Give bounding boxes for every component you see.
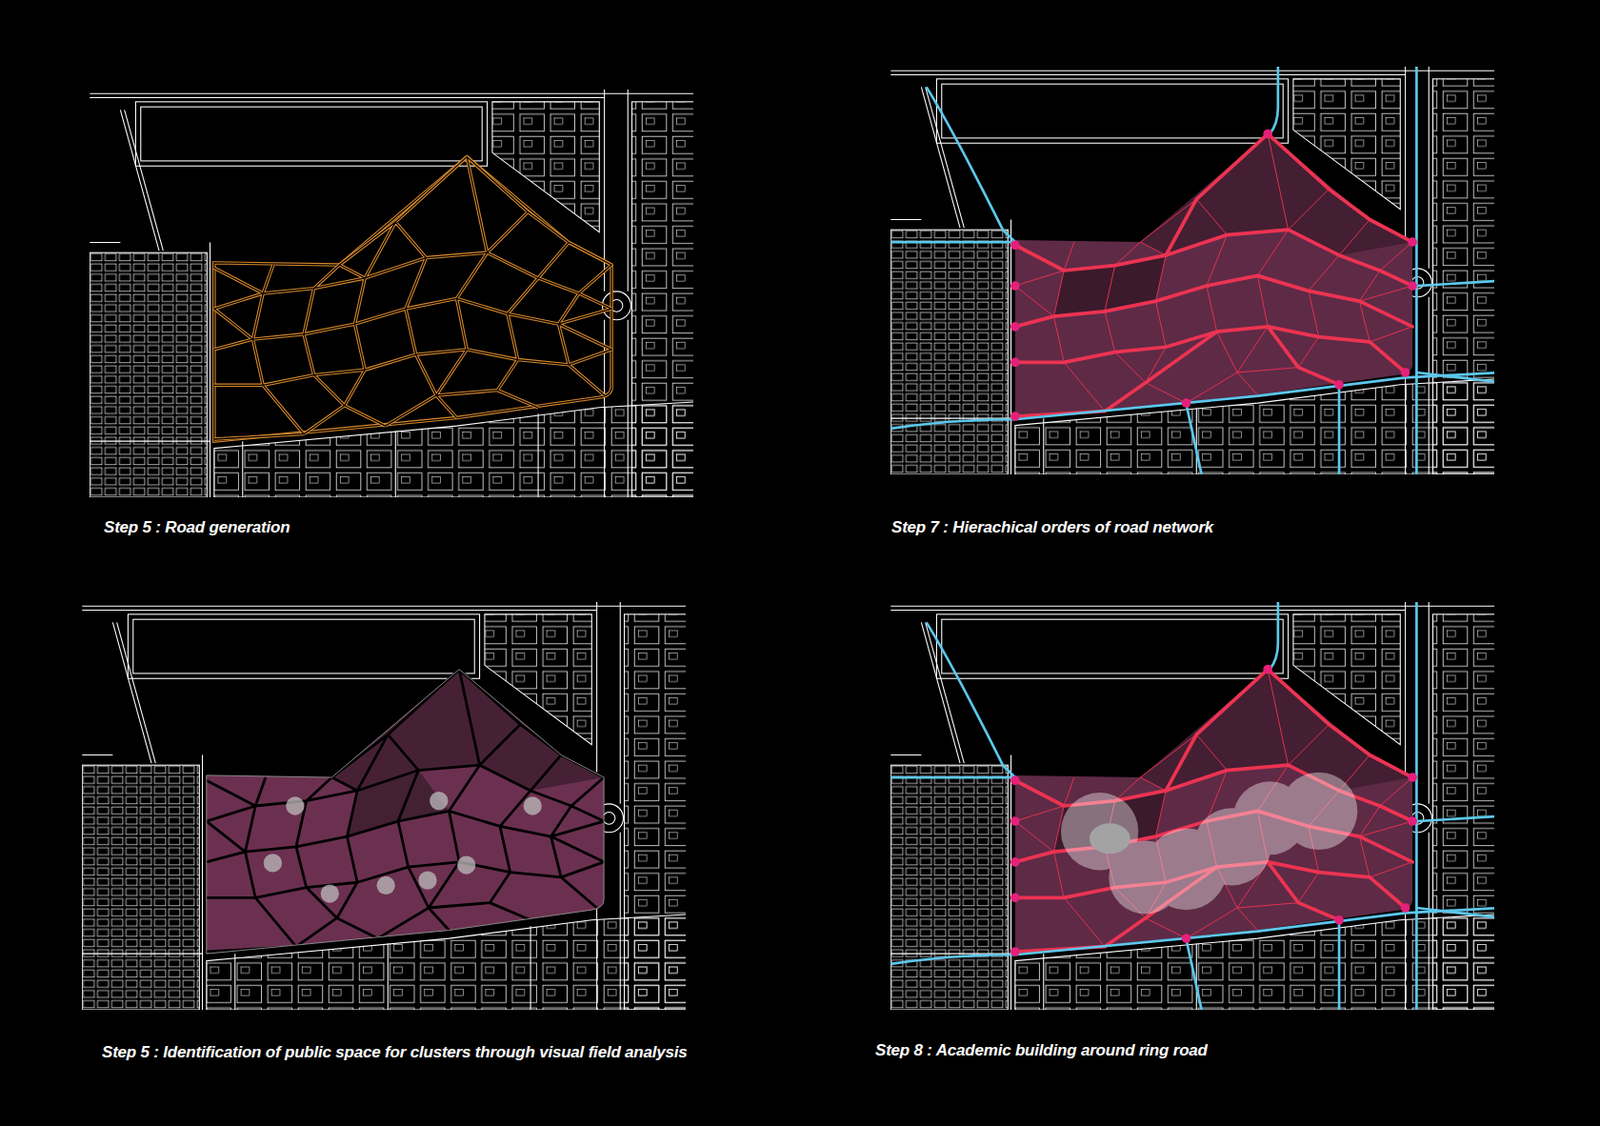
step-caption: Step 7 : Hierachical orders of road netw…: [891, 518, 1214, 538]
academic-ring-map: [890, 601, 1495, 1010]
visual-field-map: [81, 601, 686, 1010]
step-caption: Step 5 : Identification of public space …: [101, 1042, 688, 1062]
road-generation-map: [89, 89, 694, 498]
step-caption: Step 8 : Academic building around ring r…: [875, 1040, 1208, 1060]
road-hierarchy-map: [890, 66, 1495, 475]
step-caption: Step 5 : Road generation: [103, 518, 290, 538]
